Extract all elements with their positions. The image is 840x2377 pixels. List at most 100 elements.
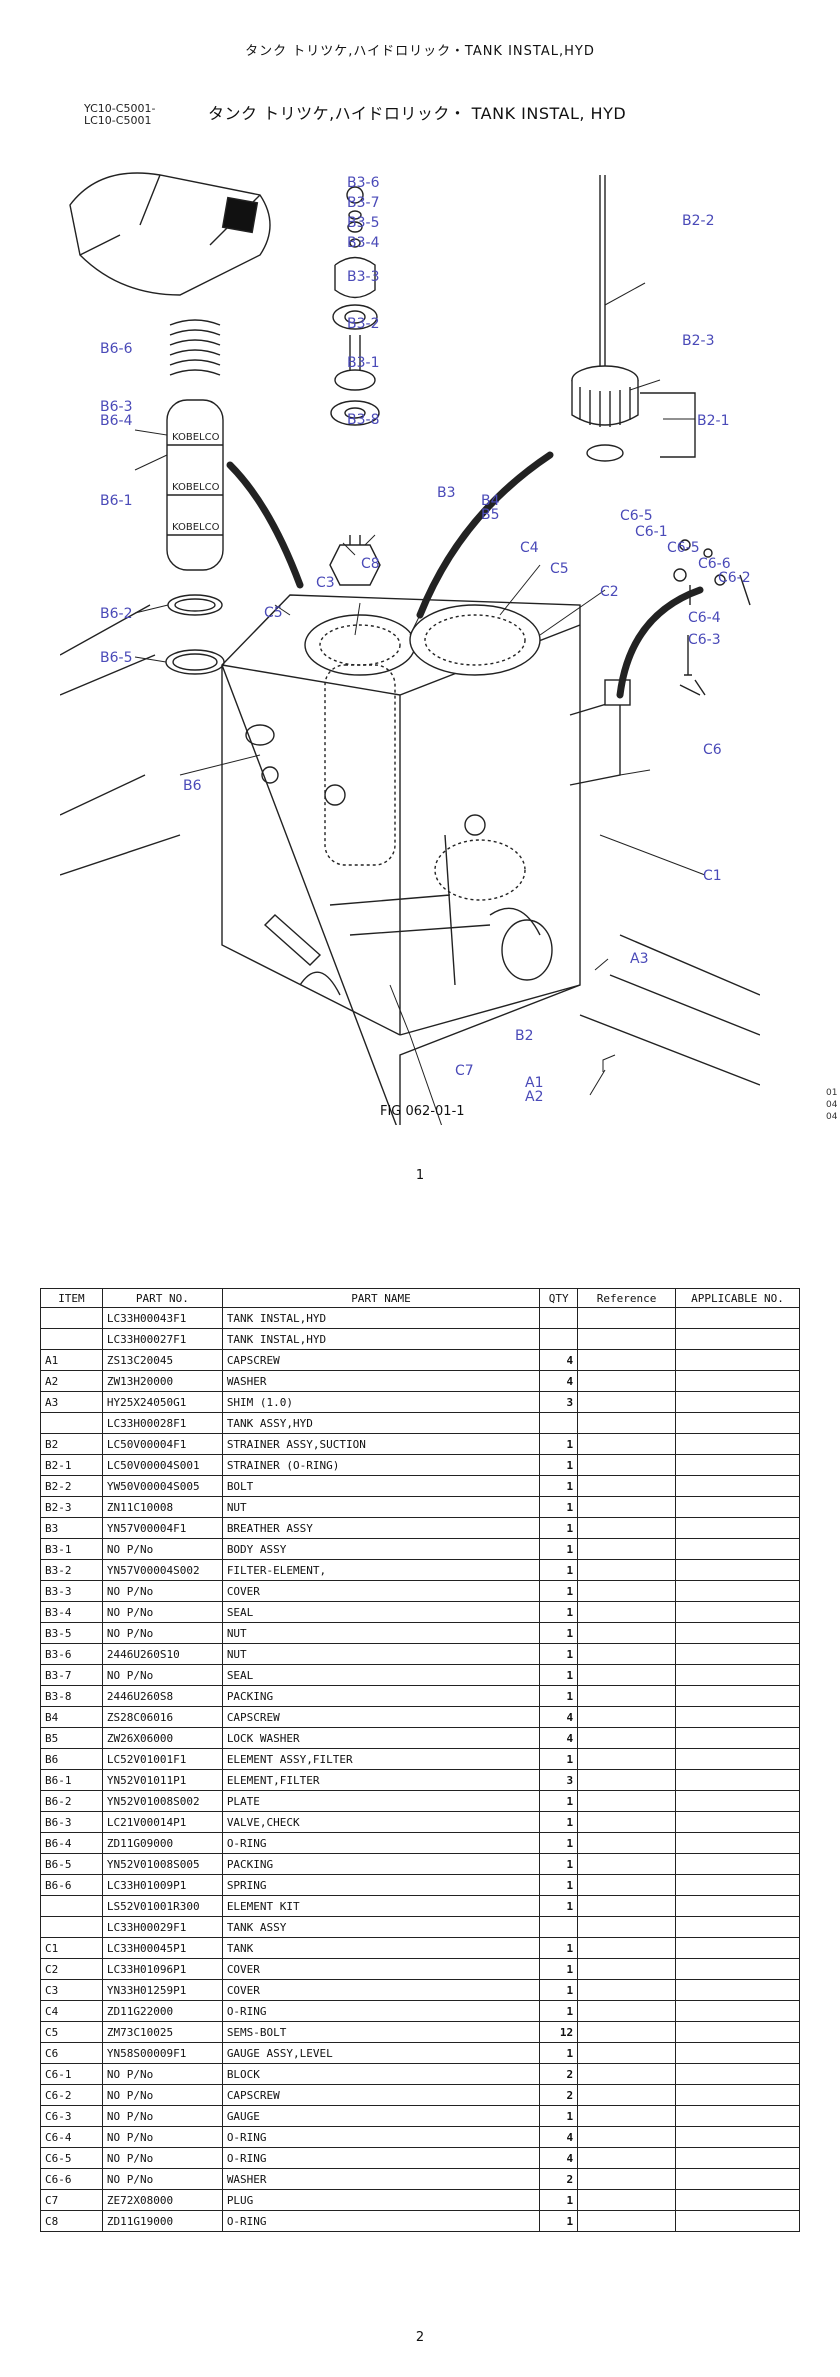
cell-part-name: O-RING [221, 2210, 541, 2232]
label-b3-8: B3-8 [347, 412, 379, 428]
cell-reference [577, 1979, 677, 2001]
cell-reference [577, 1748, 677, 1770]
cell-applicable-no [675, 2084, 800, 2106]
label-c7: C7 [455, 1063, 474, 1079]
cell-item: B3-7 [40, 1664, 103, 1686]
callout-labels: B3-6 B3-7 B3-5 B3-4 B3-3 B3-2 B3-1 B3-8 … [100, 175, 751, 1105]
cell-qty [539, 1916, 579, 1938]
cell-item: C1 [40, 1937, 103, 1959]
cell-part-no: YN33H01259P1 [101, 1979, 223, 2001]
cell-applicable-no [675, 1559, 800, 1581]
cell-part-name: ELEMENT ASSY,FILTER [221, 1748, 541, 1770]
frame-lines [60, 604, 760, 1086]
cell-applicable-no [675, 1748, 800, 1770]
label-b3-2: B3-2 [347, 316, 379, 332]
cell-applicable-no [675, 1349, 800, 1371]
cell-part-no: ZS13C20045 [101, 1349, 223, 1371]
cell-qty: 1 [539, 1685, 579, 1707]
cell-item: B6 [40, 1748, 103, 1770]
cell-applicable-no [675, 2147, 800, 2169]
label-b3-4: B3-4 [347, 235, 380, 251]
cell-qty: 4 [539, 2147, 579, 2169]
cell-item: C6-3 [40, 2105, 103, 2127]
cell-part-name: PLUG [221, 2189, 541, 2211]
label-c2: C2 [600, 584, 619, 600]
cell-applicable-no [675, 1790, 800, 1812]
leader-lines [134, 282, 706, 1125]
cell-part-no: HY25X24050G1 [101, 1391, 223, 1413]
cell-reference [577, 1433, 677, 1455]
cell-applicable-no [675, 2168, 800, 2190]
cell-reference [577, 1811, 677, 1833]
cell-part-name: O-RING [221, 2147, 541, 2169]
cell-part-no: ZW26X06000 [101, 1727, 223, 1749]
cell-part-name: NUT [221, 1496, 541, 1518]
label-b6-5: B6-5 [100, 650, 132, 666]
cell-reference [577, 2126, 677, 2148]
cell-reference [577, 1454, 677, 1476]
cell-qty: 3 [539, 1391, 579, 1413]
label-c6-3: C6-3 [688, 632, 721, 648]
cell-part-no: NO P/No [101, 2105, 223, 2127]
model-code-1: YC10-C5001- [84, 102, 156, 115]
cell-applicable-no [675, 1685, 800, 1707]
cell-item: A2 [40, 1370, 103, 1392]
tank-body [221, 594, 631, 1125]
cell-part-name: BLOCK [221, 2063, 541, 2085]
cell-applicable-no [675, 1664, 800, 1686]
cell-applicable-no [675, 1433, 800, 1455]
cell-part-name: VALVE,CHECK [221, 1811, 541, 1833]
cell-reference [577, 1937, 677, 1959]
cell-part-no: YN58S00009F1 [101, 2042, 223, 2064]
cell-part-name: TANK ASSY,HYD [221, 1412, 541, 1434]
cell-part-no: ZE72X08000 [101, 2189, 223, 2211]
label-a3: A3 [630, 951, 648, 967]
cell-applicable-no [675, 1727, 800, 1749]
cell-part-name: COVER [221, 1979, 541, 2001]
cell-reference [577, 1496, 677, 1518]
cell-item: B6-1 [40, 1769, 103, 1791]
cell-reference [577, 2168, 677, 2190]
cell-reference [577, 2063, 677, 2085]
cell-item: C6-6 [40, 2168, 103, 2190]
cell-qty: 4 [539, 2126, 579, 2148]
cell-qty: 1 [539, 1895, 579, 1917]
cell-item: C6-2 [40, 2084, 103, 2106]
cell-part-name: ELEMENT,FILTER [221, 1769, 541, 1791]
edge-code-3: 04 [826, 1112, 838, 1122]
cell-part-no: LC33H00045P1 [101, 1937, 223, 1959]
cell-qty: 1 [539, 1937, 579, 1959]
label-b2-2: B2-2 [682, 213, 714, 229]
cell-item: B6-3 [40, 1811, 103, 1833]
label-b3-5: B3-5 [347, 215, 379, 231]
cell-applicable-no [675, 2042, 800, 2064]
header-part-no: PART NO. [101, 1288, 223, 1308]
cell-part-name: O-RING [221, 2126, 541, 2148]
cell-reference [577, 1517, 677, 1539]
cell-part-name: STRAINER (O-RING) [221, 1454, 541, 1476]
cell-reference [577, 2189, 677, 2211]
cell-applicable-no [675, 1517, 800, 1539]
cell-reference [577, 1475, 677, 1497]
edge-codes: 01 04 04 [826, 1087, 837, 1123]
cell-qty: 3 [539, 1769, 579, 1791]
cell-part-name: SEAL [221, 1664, 541, 1686]
cell-part-name: O-RING [221, 1832, 541, 1854]
cell-item: B2 [40, 1433, 103, 1455]
cell-applicable-no [675, 1874, 800, 1896]
cell-part-no: NO P/No [101, 2084, 223, 2106]
cell-reference [577, 1601, 677, 1623]
figure-title: タンク トリツケ,ハイドロリック・ TANK INSTAL, HYD [208, 104, 627, 123]
cell-part-no: LC33H01009P1 [101, 1874, 223, 1896]
